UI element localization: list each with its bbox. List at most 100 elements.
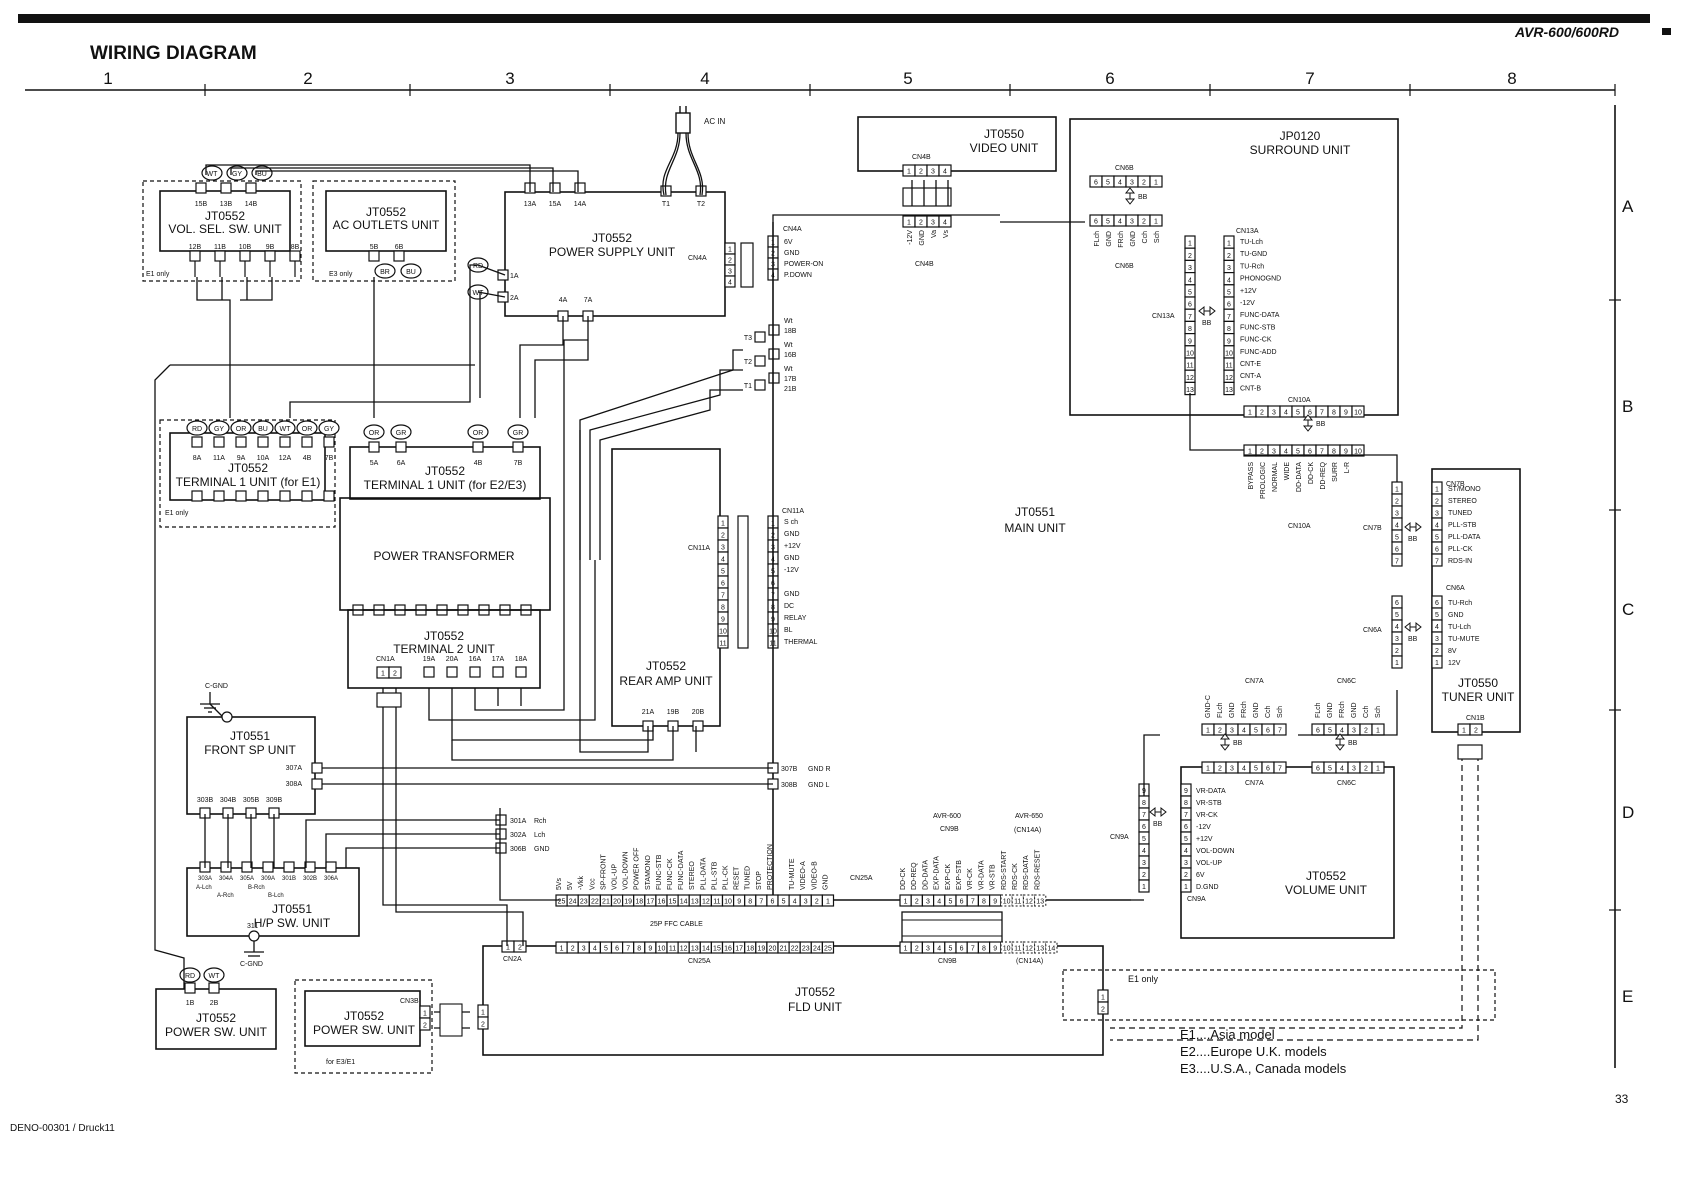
terminal2-pin-label: 16A <box>469 656 482 663</box>
rear-amp-cn11a-inner-pin <box>717 635 729 649</box>
fld-cn25a-number: 13 <box>691 946 699 953</box>
rear-amp-cn11a-inner-number: 3 <box>721 545 725 552</box>
surround-cn10a-number: 5 <box>1296 410 1300 417</box>
cn9b-signal: DD-REQ <box>911 862 918 890</box>
front-sp-out-label: 308B <box>781 782 798 789</box>
volume-cn9a-outer-number: 8 <box>1142 800 1146 807</box>
volume-cn6c-bottom-pin <box>1371 761 1385 774</box>
vol-sel-top-pin-label: 13B <box>220 201 233 208</box>
volume-cn6c-top-number: 5 <box>1328 728 1332 735</box>
volume-cn7a-label-bottom: CN7A <box>1245 780 1264 787</box>
vol-sel-bottom-pin <box>189 250 201 262</box>
column-label: 2 <box>303 69 312 88</box>
volume-cn9a-signal: VR-STB <box>1196 800 1222 807</box>
hp-sw-cgnd: C-GND <box>240 961 263 968</box>
cn9b-main-number: 6 <box>960 899 964 906</box>
cn25a-main-number: 17 <box>646 899 654 906</box>
rear-amp-signal: GND <box>784 591 800 598</box>
fld-cn25a-number: 6 <box>615 946 619 953</box>
surround-cn6b-bottom-number: 6 <box>1094 219 1098 226</box>
cn13a-inner-number: 8 <box>1227 326 1231 333</box>
power-sw-2-cn3b-pin <box>419 1017 431 1031</box>
bb-label: BB <box>1202 320 1212 327</box>
ac-outlets-wire-tag-label: BU <box>406 269 416 276</box>
main-cn10a-number: 3 <box>1272 449 1276 456</box>
tap-label: 18B <box>784 328 797 335</box>
hp-output-pin-label: 306B <box>510 846 527 853</box>
volume-cn9a-inner-number: 9 <box>1184 788 1188 795</box>
volume-cn7a-signal: Cch <box>1265 705 1272 718</box>
power-sw-1-pin <box>208 982 220 994</box>
fld-cn9b-number: 9 <box>993 946 997 953</box>
bb-arrow-icon <box>1302 414 1314 432</box>
volume-cn7a-bottom-number: 1 <box>1206 766 1210 773</box>
cn13a-outer-number: 2 <box>1188 253 1192 260</box>
hp-sw-pin <box>283 861 295 873</box>
vol-sel-wire-tag-label: BU <box>257 171 267 178</box>
video-cn4b-top-number: 4 <box>943 169 947 176</box>
tuner-cn6a-outer-number: 4 <box>1395 624 1399 631</box>
hp-sw-name: JT0551 <box>272 902 312 916</box>
column-label: 7 <box>1305 69 1314 88</box>
terminal-e1-bottom-pin <box>191 490 203 502</box>
column-label: 5 <box>903 69 912 88</box>
fld-cn14a-number: 10 <box>1003 946 1011 953</box>
cn25a-main-number: 1 <box>826 899 830 906</box>
surround-cn13a-pins: 1234567891011121312345678910111213TU-Lch… <box>1184 235 1281 396</box>
tuner-cn6a-inner-number: 3 <box>1435 636 1439 643</box>
video-signal: GND <box>919 230 926 246</box>
volume-cn6c-top-number: 3 <box>1352 728 1356 735</box>
vol-sel-top-pin <box>245 182 257 194</box>
cn14a-main-number: 10 <box>1003 899 1011 906</box>
ac-outlets-dashed-frame <box>312 180 456 282</box>
volume-cn6c-signal: Sch <box>1375 706 1382 718</box>
hp-sw-gnd-terminal <box>248 930 260 942</box>
terminal-e1-pin <box>323 436 335 448</box>
fld-title: FLD UNIT <box>788 1000 843 1014</box>
volume-cn7a-bottom-pin <box>1273 761 1287 774</box>
terminal-e1-wire-tag-label: BU <box>258 426 268 433</box>
cn9b-main-pin <box>988 894 1002 907</box>
cn25-signal: PLL-STB <box>711 861 718 890</box>
fld-cn9b-number: 5 <box>948 946 952 953</box>
terminal-e1-pin-label: 11A <box>213 455 225 462</box>
ac-outlets-pin-label: 6B <box>395 244 404 251</box>
power-sw-1-pin <box>184 982 196 994</box>
tap-label: Wt <box>784 366 793 373</box>
power-sw-2-name: JT0552 <box>344 1009 384 1023</box>
bb-arrow-icon <box>1334 733 1346 751</box>
ac-in-label: AC IN <box>704 117 726 126</box>
cn9b-signal: VR-STB <box>990 864 997 890</box>
tuner-cn7b-signal: STEREO <box>1448 498 1477 505</box>
power-supply-top-pin-label: 13A <box>524 201 537 208</box>
volume-cn6c-signal: GND <box>1327 702 1334 718</box>
volume-cn6c-bottom-number: 6 <box>1316 766 1320 773</box>
volume-cn7a-signal: GND <box>1253 702 1260 718</box>
fld-cn25a-number: 11 <box>669 946 676 953</box>
surround-signal: TU-Rch <box>1240 263 1264 270</box>
cn9b-avr650: AVR-650 <box>1015 813 1043 820</box>
front-sp-bottom-label: 309B <box>266 797 283 804</box>
rear-amp-signal: -12V <box>784 567 799 574</box>
fld-cn25a-number: 7 <box>626 946 630 953</box>
cn9b-label: CN9B <box>940 826 959 833</box>
terminal-e2e3-pin <box>512 441 524 453</box>
rear-amp-cn11a-inner-number: 4 <box>721 557 725 564</box>
surround-cn6b-bottom-pin <box>1149 214 1163 227</box>
cn14a-label: (CN14A) <box>1014 827 1041 834</box>
rear-amp-cn11a-inner: CN11A <box>688 545 710 552</box>
fld-right-number: 1 <box>1101 995 1105 1002</box>
fld-cn25a-number: 10 <box>658 946 666 953</box>
cn9b-main-number: 5 <box>948 899 952 906</box>
main-cn10a-number: 7 <box>1320 449 1324 456</box>
volume-cn9a-label-inner: CN9A <box>1187 896 1206 903</box>
surround-name: JP0120 <box>1280 129 1321 143</box>
cn9b-main-number: 9 <box>993 899 997 906</box>
front-sp-gnd-wire <box>209 703 223 717</box>
terminal2-pin-label: 17A <box>492 656 505 663</box>
power-supply-cn4a: CN4A <box>688 255 707 262</box>
hp-sw-sub-label: B-Rch <box>248 885 265 891</box>
fld-cn25a-number: 1 <box>560 946 564 953</box>
